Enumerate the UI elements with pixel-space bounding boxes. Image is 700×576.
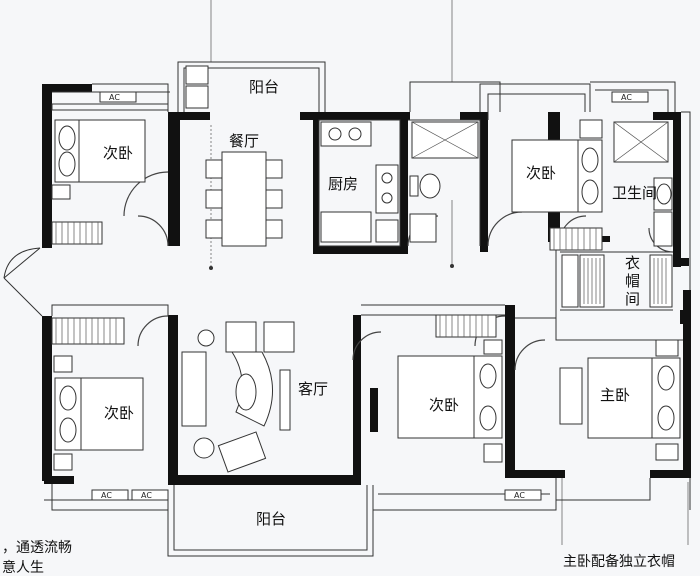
svg-text:帽: 帽 bbox=[625, 272, 640, 290]
caption-right-1: 主卧配备独立衣帽 bbox=[563, 553, 675, 570]
label-bedroom-center: 次卧 bbox=[429, 396, 459, 414]
svg-text:间: 间 bbox=[625, 290, 640, 308]
label-bedroom-midleft: 次卧 bbox=[104, 404, 134, 422]
svg-text:AC: AC bbox=[514, 491, 525, 500]
svg-text:AC: AC bbox=[101, 491, 112, 500]
label-bathroom: 卫生间 bbox=[612, 184, 657, 202]
svg-text:AC: AC bbox=[141, 491, 152, 500]
label-kitchen: 厨房 bbox=[328, 175, 358, 193]
furniture: AC AC AC AC AC bbox=[51, 65, 681, 501]
caption-left-1: ，通透流畅 bbox=[2, 540, 72, 556]
caption-left-2: 意人生 bbox=[2, 559, 44, 576]
label-living: 客厅 bbox=[298, 380, 328, 398]
svg-text:衣: 衣 bbox=[625, 254, 640, 272]
label-balcony-bottom: 阳台 bbox=[256, 510, 286, 528]
outlines bbox=[3, 61, 691, 557]
guide-dot bbox=[450, 264, 454, 268]
label-bedroom-topright: 次卧 bbox=[526, 164, 556, 182]
label-master: 主卧 bbox=[600, 386, 630, 404]
label-wardrobe: 衣 帽 间 bbox=[625, 254, 640, 308]
label-balcony-top: 阳台 bbox=[249, 78, 279, 96]
label-bedroom-topleft: 次卧 bbox=[103, 144, 133, 162]
label-dining: 餐厅 bbox=[229, 132, 259, 150]
svg-text:AC: AC bbox=[621, 93, 632, 102]
svg-text:AC: AC bbox=[109, 93, 120, 102]
guide-dot bbox=[209, 266, 213, 270]
